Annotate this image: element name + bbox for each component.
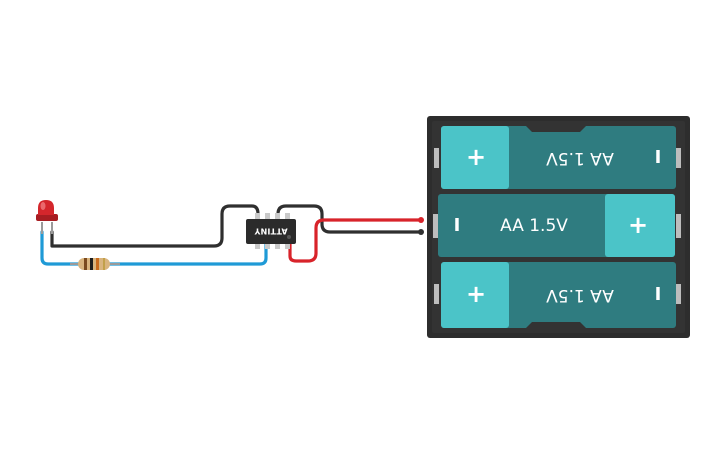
- attiny-chip[interactable]: ATTINY: [246, 213, 296, 249]
- wire-black-2[interactable]: [276, 204, 422, 234]
- cell-2-minus: I: [454, 215, 461, 236]
- wire-red[interactable]: [288, 218, 422, 263]
- wire-blue[interactable]: [40, 230, 268, 266]
- battery-cell-1[interactable]: + AA 1.5V I: [441, 126, 676, 189]
- cell-2-plus: +: [628, 211, 648, 239]
- cell-1-plus: +: [466, 143, 486, 171]
- chip-label: ATTINY: [254, 227, 287, 236]
- cell-3-label: AA 1.5V: [546, 285, 614, 305]
- battery-cell-3[interactable]: + AA 1.5V I: [441, 262, 676, 328]
- cell-2-label: AA 1.5V: [500, 216, 568, 236]
- led[interactable]: [36, 200, 58, 234]
- wire-black[interactable]: [50, 204, 260, 248]
- cell-1-label: AA 1.5V: [546, 148, 614, 168]
- battery-cell-2[interactable]: I AA 1.5V +: [438, 194, 675, 257]
- terminal-dot-red[interactable]: [418, 217, 424, 223]
- cell-3-plus: +: [466, 280, 486, 308]
- terminal-dot-black[interactable]: [418, 229, 424, 235]
- cell-1-minus: I: [655, 147, 662, 168]
- cell-3-minus: I: [655, 284, 662, 305]
- resistor[interactable]: [70, 258, 120, 270]
